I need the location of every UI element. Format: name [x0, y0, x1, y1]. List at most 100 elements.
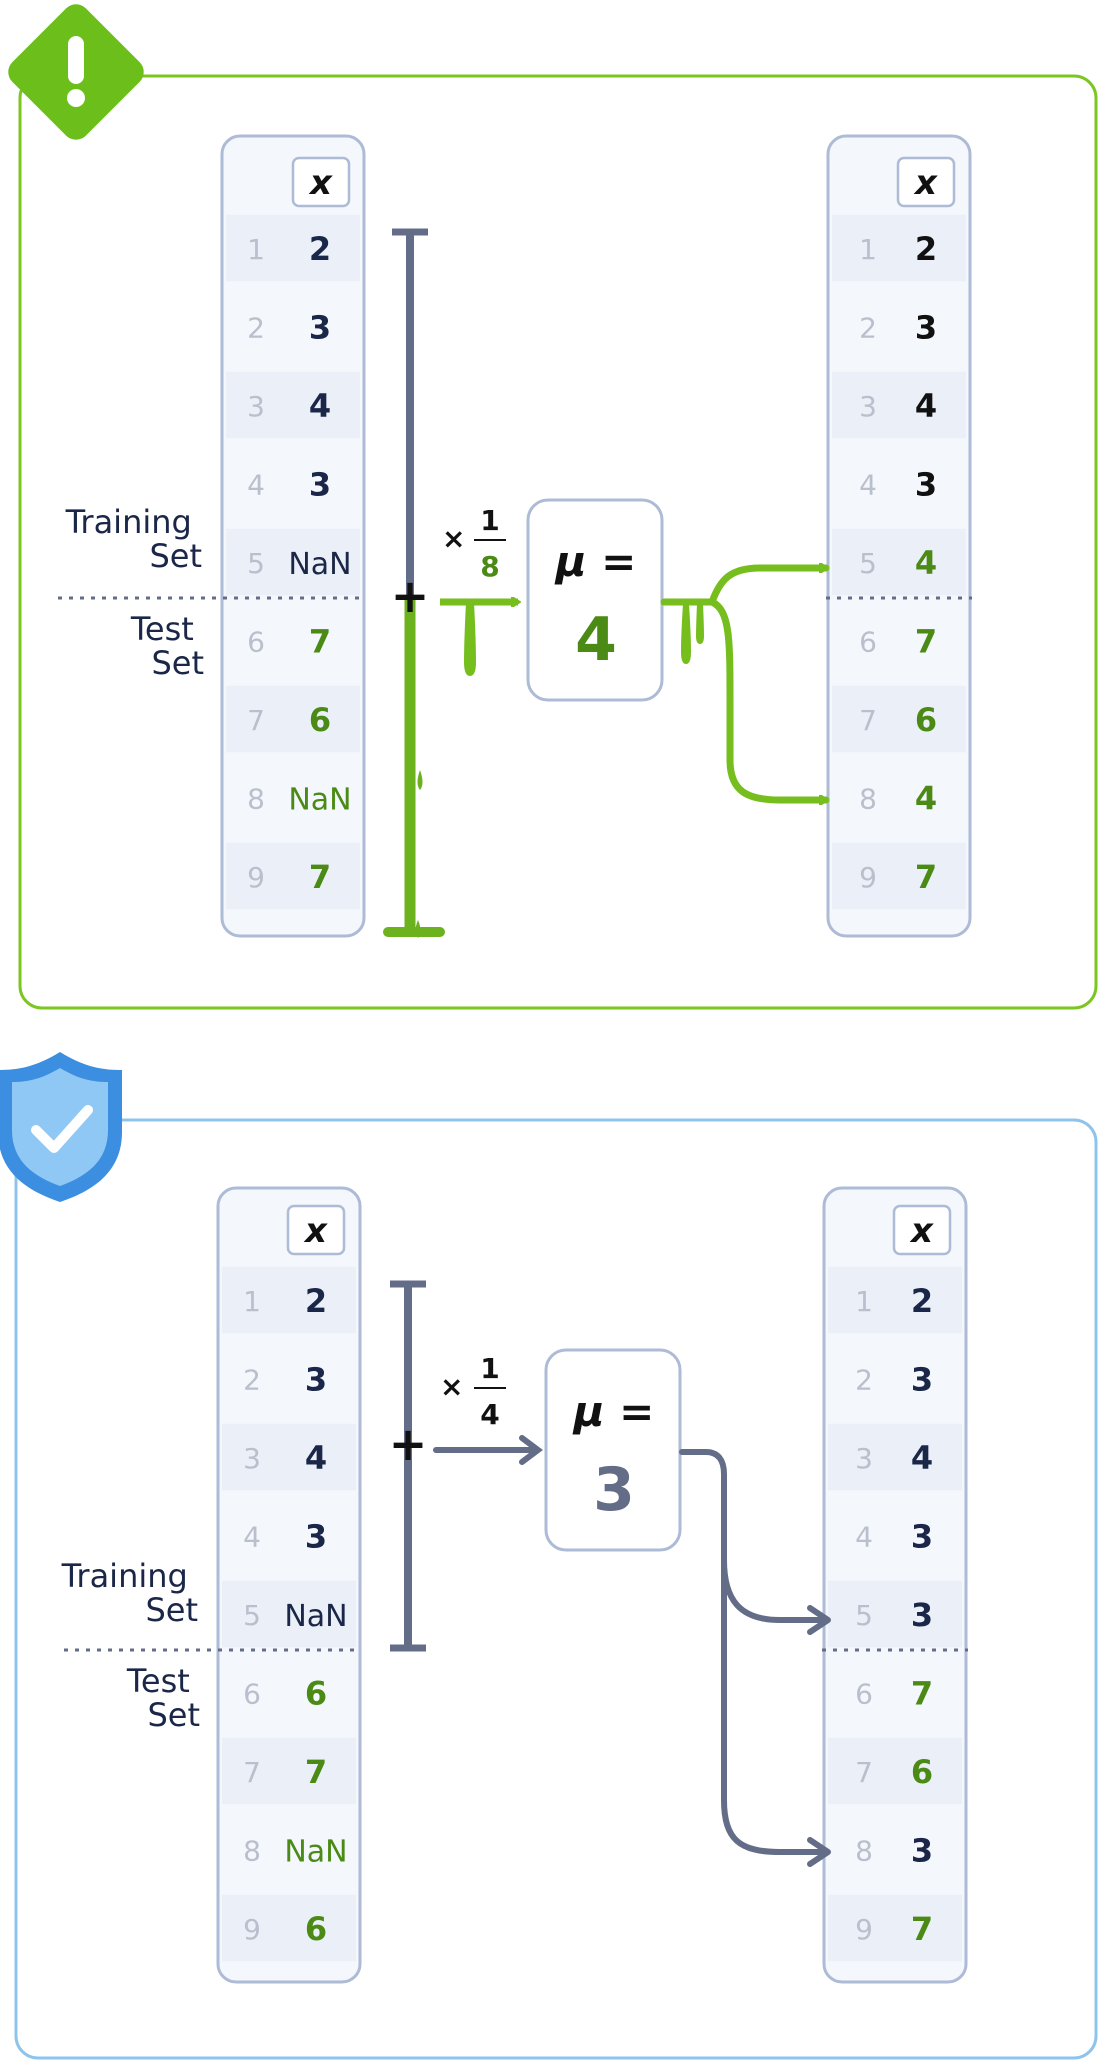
- row-index: 2: [855, 1364, 873, 1397]
- row-index: 5: [859, 547, 877, 580]
- row-index: 8: [247, 783, 265, 816]
- cell-value: 4: [309, 387, 331, 425]
- fraction-numerator: 1: [480, 504, 499, 537]
- row-index: 4: [855, 1521, 873, 1554]
- row-index: 4: [247, 469, 265, 502]
- plus-icon: +: [391, 569, 430, 623]
- row-band: [828, 1267, 962, 1334]
- cell-value: 4: [305, 1439, 327, 1477]
- row-index: 3: [243, 1442, 261, 1475]
- cell-value: NaN: [284, 1599, 347, 1634]
- row-index: 3: [247, 390, 265, 423]
- output-table: x 122334435367768397: [824, 1188, 966, 1982]
- cell-value: 2: [911, 1282, 933, 1320]
- row-band: [828, 1424, 962, 1491]
- cell-value: 3: [305, 1518, 327, 1556]
- row-index: 5: [247, 547, 265, 580]
- row-band: [828, 1581, 962, 1648]
- cell-value: 4: [915, 387, 937, 425]
- cell-value: 4: [915, 544, 937, 582]
- cell-value: 3: [911, 1832, 933, 1870]
- row-index: 6: [859, 626, 877, 659]
- leak-drip: [464, 602, 476, 676]
- row-band: [832, 843, 966, 910]
- cell-value: 3: [911, 1518, 933, 1556]
- fraction-denominator: 8: [480, 550, 499, 583]
- cell-value: NaN: [284, 1835, 347, 1870]
- row-band: [828, 1738, 962, 1805]
- cell-value: 4: [911, 1439, 933, 1477]
- column-header: x: [913, 163, 938, 203]
- cell-value: 7: [915, 858, 937, 896]
- plus-icon: +: [389, 1417, 428, 1471]
- cell-value: 4: [915, 780, 937, 818]
- row-index: 9: [855, 1913, 873, 1946]
- row-index: 5: [243, 1599, 261, 1632]
- cell-value: 7: [911, 1675, 933, 1713]
- row-index: 2: [243, 1364, 261, 1397]
- row-index: 3: [859, 390, 877, 423]
- row-index: 7: [247, 704, 265, 737]
- cell-value: 3: [911, 1361, 933, 1399]
- fraction-denominator: 4: [480, 1398, 499, 1431]
- row-index: 9: [859, 861, 877, 894]
- row-index: 1: [247, 233, 265, 266]
- cell-value: 3: [309, 466, 331, 504]
- row-band: [832, 686, 966, 753]
- times-sign: ×: [440, 1370, 463, 1403]
- row-index: 7: [243, 1756, 261, 1789]
- row-index: 6: [855, 1678, 873, 1711]
- row-index: 5: [855, 1599, 873, 1632]
- row-index: 9: [243, 1913, 261, 1946]
- cell-value: 3: [915, 466, 937, 504]
- row-band: [832, 529, 966, 596]
- cell-value: 2: [915, 230, 937, 268]
- mean-box: μ = 3: [546, 1350, 680, 1550]
- column-header: x: [308, 163, 333, 203]
- cell-value: 6: [915, 701, 937, 739]
- cell-value: 7: [309, 623, 331, 661]
- row-index: 6: [247, 626, 265, 659]
- row-index: 9: [247, 861, 265, 894]
- cell-value: 2: [305, 1282, 327, 1320]
- cell-value: 7: [309, 858, 331, 896]
- times-sign: ×: [442, 522, 465, 555]
- mean-box: μ = 4: [528, 500, 662, 700]
- cell-value: 3: [915, 309, 937, 347]
- fraction-numerator: 1: [480, 1352, 499, 1385]
- column-header: x: [909, 1211, 934, 1251]
- cell-value: 7: [915, 623, 937, 661]
- mu-label: μ =: [572, 1387, 655, 1436]
- row-index: 8: [243, 1835, 261, 1868]
- row-index: 3: [855, 1442, 873, 1475]
- cell-value: 6: [305, 1910, 327, 1948]
- cell-value: 7: [305, 1753, 327, 1791]
- cell-value: 2: [309, 230, 331, 268]
- row-index: 2: [247, 312, 265, 345]
- mu-value: 3: [593, 1455, 635, 1525]
- cell-value: NaN: [288, 783, 351, 818]
- row-index: 7: [855, 1756, 873, 1789]
- row-index: 6: [243, 1678, 261, 1711]
- cell-value: 3: [305, 1361, 327, 1399]
- row-band: [828, 1895, 962, 1962]
- row-index: 8: [859, 783, 877, 816]
- cell-value: NaN: [288, 547, 351, 582]
- row-index: 4: [859, 469, 877, 502]
- cell-value: 3: [309, 309, 331, 347]
- row-index: 4: [243, 1521, 261, 1554]
- row-index: 1: [243, 1285, 261, 1318]
- row-index: 8: [855, 1835, 873, 1868]
- row-index: 2: [859, 312, 877, 345]
- row-band: [832, 215, 966, 282]
- mu-value: 4: [575, 605, 617, 675]
- row-index: 1: [859, 233, 877, 266]
- cell-value: 6: [309, 701, 331, 739]
- mu-label: μ =: [554, 537, 637, 586]
